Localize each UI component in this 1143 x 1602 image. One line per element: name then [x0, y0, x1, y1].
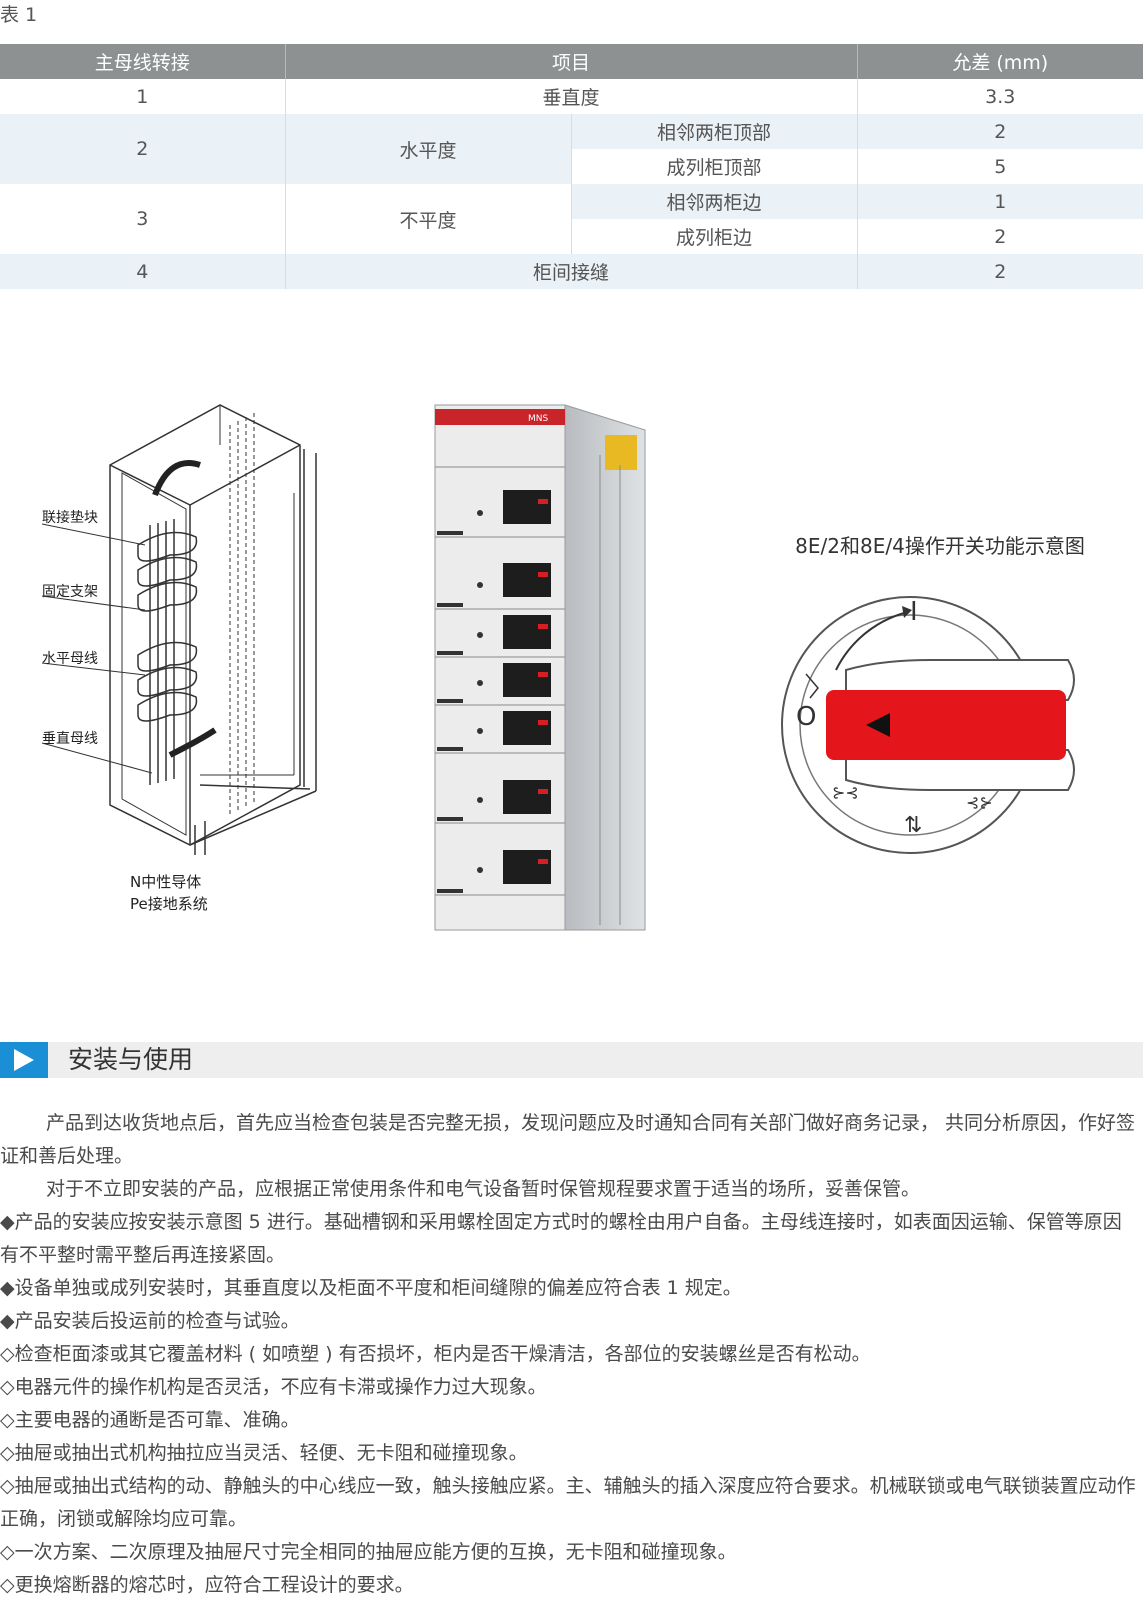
table-row: 成列柜边 2 [0, 219, 1143, 254]
pointer-arrow-icon [866, 713, 890, 737]
label-horizontal-busbar: 水平母线 [42, 651, 98, 667]
paragraph: ◆产品的安装应按安装示意图 5 进行。基础槽钢和采用螺栓固定方式时的螺栓由用户自… [0, 1211, 1122, 1266]
section-title: 安装与使用 [68, 1045, 194, 1074]
body-text: 产品到达收货地点后，首先应当检查包装是否完整无损，发现问题应及时通知合同有关部门… [0, 1107, 1140, 1602]
section-marker [0, 1042, 48, 1078]
cabinet-drawing: MNS [434, 404, 646, 931]
up-down-arrow-icon: ⇅ [904, 813, 922, 838]
disconnect-right-icon: ⊰⊱ [966, 793, 993, 812]
off-symbol: O [796, 702, 816, 732]
switch-diagram-title: 8E/2和8E/4操作开关功能示意图 [795, 534, 1085, 558]
row-subitem: 成列柜顶部 [571, 149, 858, 184]
table-caption: 表 1 [0, 4, 38, 26]
paragraph: 对于不立即安装的产品，应根据正常使用条件和电气设备暂时保管规程要求置于适当的场所… [46, 1178, 921, 1200]
paragraph: ◇抽屉或抽出式机构抽拉应当灵活、轻便、无卡阻和碰撞现象。 [0, 1442, 528, 1464]
paragraph: ◆设备单独或成列安装时，其垂直度以及柜面不平度和柜间缝隙的偏差应符合表 1 规定… [0, 1277, 742, 1299]
tolerance-table: 主母线转接 项目 允差 (mm) 1 垂直度 3.3 2 水平度 相邻两柜顶部 … [0, 44, 1143, 289]
table-row: 成列柜顶部 5 [0, 149, 1143, 184]
row-item: 垂直度 [285, 79, 858, 114]
label-connection-pad: 联接垫块 [42, 510, 98, 526]
switch-drawing: I O ⊱⊰ ⊰⊱ ⇅ [781, 596, 1075, 854]
switch-diagram: 8E/2和8E/4操作开关功能示意图 I O ⊱⊰ ⊰⊱ ⇅ [780, 530, 1140, 860]
table-row: 3 不平度 相邻两柜边 1 [0, 184, 1143, 254]
label-earthing-system: Pe接地系统 [130, 895, 208, 913]
label-fixed-bracket: 固定支架 [42, 584, 98, 600]
row-subitem: 成列柜边 [571, 219, 858, 254]
row-item: 柜间接缝 [285, 254, 858, 289]
paragraph: ◇抽屉或抽出式结构的动、静触头的中心线应一致，触头接触应紧。主、辅触头的插入深度… [0, 1475, 1136, 1530]
busbar-diagram: 联接垫块 固定支架 水平母线 垂直母线 N中性导体 Pe接地系统 [20, 395, 360, 935]
row-tolerance: 3.3 [985, 85, 1016, 108]
row-tolerance: 1 [857, 184, 1143, 219]
play-triangle-icon [14, 1049, 34, 1071]
row-tolerance: 2 [857, 114, 1143, 149]
on-symbol: I [910, 597, 918, 627]
cabinet-image: MNS [430, 395, 670, 955]
paragraph: ◇更换熔断器的熔芯时，应符合工程设计的要求。 [0, 1574, 414, 1596]
switch-handle [826, 690, 1066, 760]
header-tolerance: 允差 (mm) [857, 44, 1143, 79]
label-vertical-busbar: 垂直母线 [42, 731, 98, 747]
row-tolerance: 5 [857, 149, 1143, 184]
paragraph: ◇主要电器的通断是否可靠、准确。 [0, 1409, 300, 1431]
disconnect-left-icon: ⊱⊰ [832, 783, 859, 802]
label-neutral-conductor: N中性导体 [130, 873, 202, 891]
row-subitem: 相邻两柜顶部 [571, 114, 858, 149]
paragraph: 产品到达收货地点后，首先应当检查包装是否完整无损，发现问题应及时通知合同有关部门… [0, 1112, 1136, 1167]
row-item: 水平度 [285, 114, 572, 184]
paragraph: ◇检查柜面漆或其它覆盖材料 ( 如喷塑 ) 有否损坏，柜内是否干燥清洁，各部位的… [0, 1343, 871, 1365]
row-number: 1 [0, 79, 286, 114]
section-header-bar [0, 1042, 1143, 1078]
row-item: 不平度 [285, 184, 572, 254]
row-subitem: 相邻两柜边 [571, 184, 858, 219]
row-tolerance: 2 [994, 225, 1007, 248]
header-item: 项目 [285, 44, 858, 79]
header-busbar: 主母线转接 [0, 44, 286, 79]
paragraph: ◆产品安装后投运前的检查与试验。 [0, 1310, 300, 1332]
busbar-drawing [41, 404, 317, 865]
paragraph: ◇一次方案、二次原理及抽屉尺寸完全相同的抽屉应能方便的互换，无卡阻和碰撞现象。 [0, 1541, 737, 1563]
table-row: 4 柜间接缝 2 [0, 254, 1143, 289]
row-number: 3 [0, 184, 286, 254]
row-number: 4 [0, 254, 286, 289]
row-number: 2 [0, 114, 286, 184]
brand-label: MNS [528, 414, 548, 424]
table-row: 1 垂直度 3.3 [0, 79, 1143, 114]
paragraph: ◇电器元件的操作机构是否灵活，不应有卡滞或操作力过大现象。 [0, 1376, 547, 1398]
row-tolerance: 2 [857, 254, 1143, 289]
table-row: 2 水平度 相邻两柜顶部 2 [0, 114, 1143, 184]
